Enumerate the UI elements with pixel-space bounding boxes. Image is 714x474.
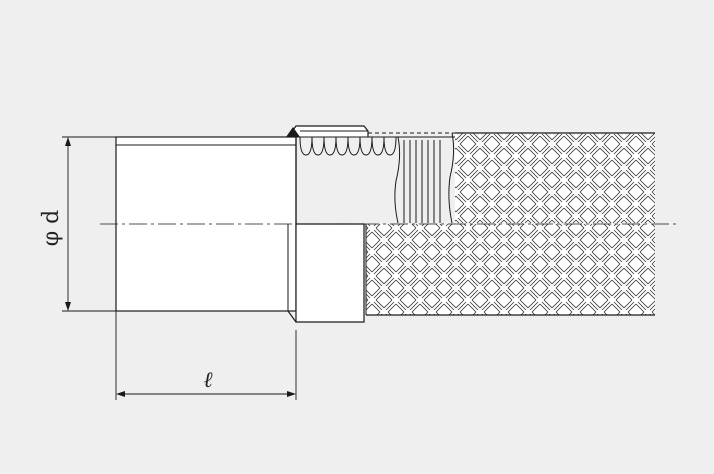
diameter-label: φ d	[39, 210, 64, 246]
corrugated-bellows	[296, 132, 456, 224]
ferrule-sleeve	[286, 125, 369, 323]
weld-bead	[286, 127, 300, 137]
diameter-dimension	[62, 136, 116, 312]
braid-upper	[455, 132, 655, 223]
braid-lower	[365, 224, 655, 316]
length-label: ℓ	[203, 368, 213, 393]
length-dimension	[115, 311, 297, 400]
